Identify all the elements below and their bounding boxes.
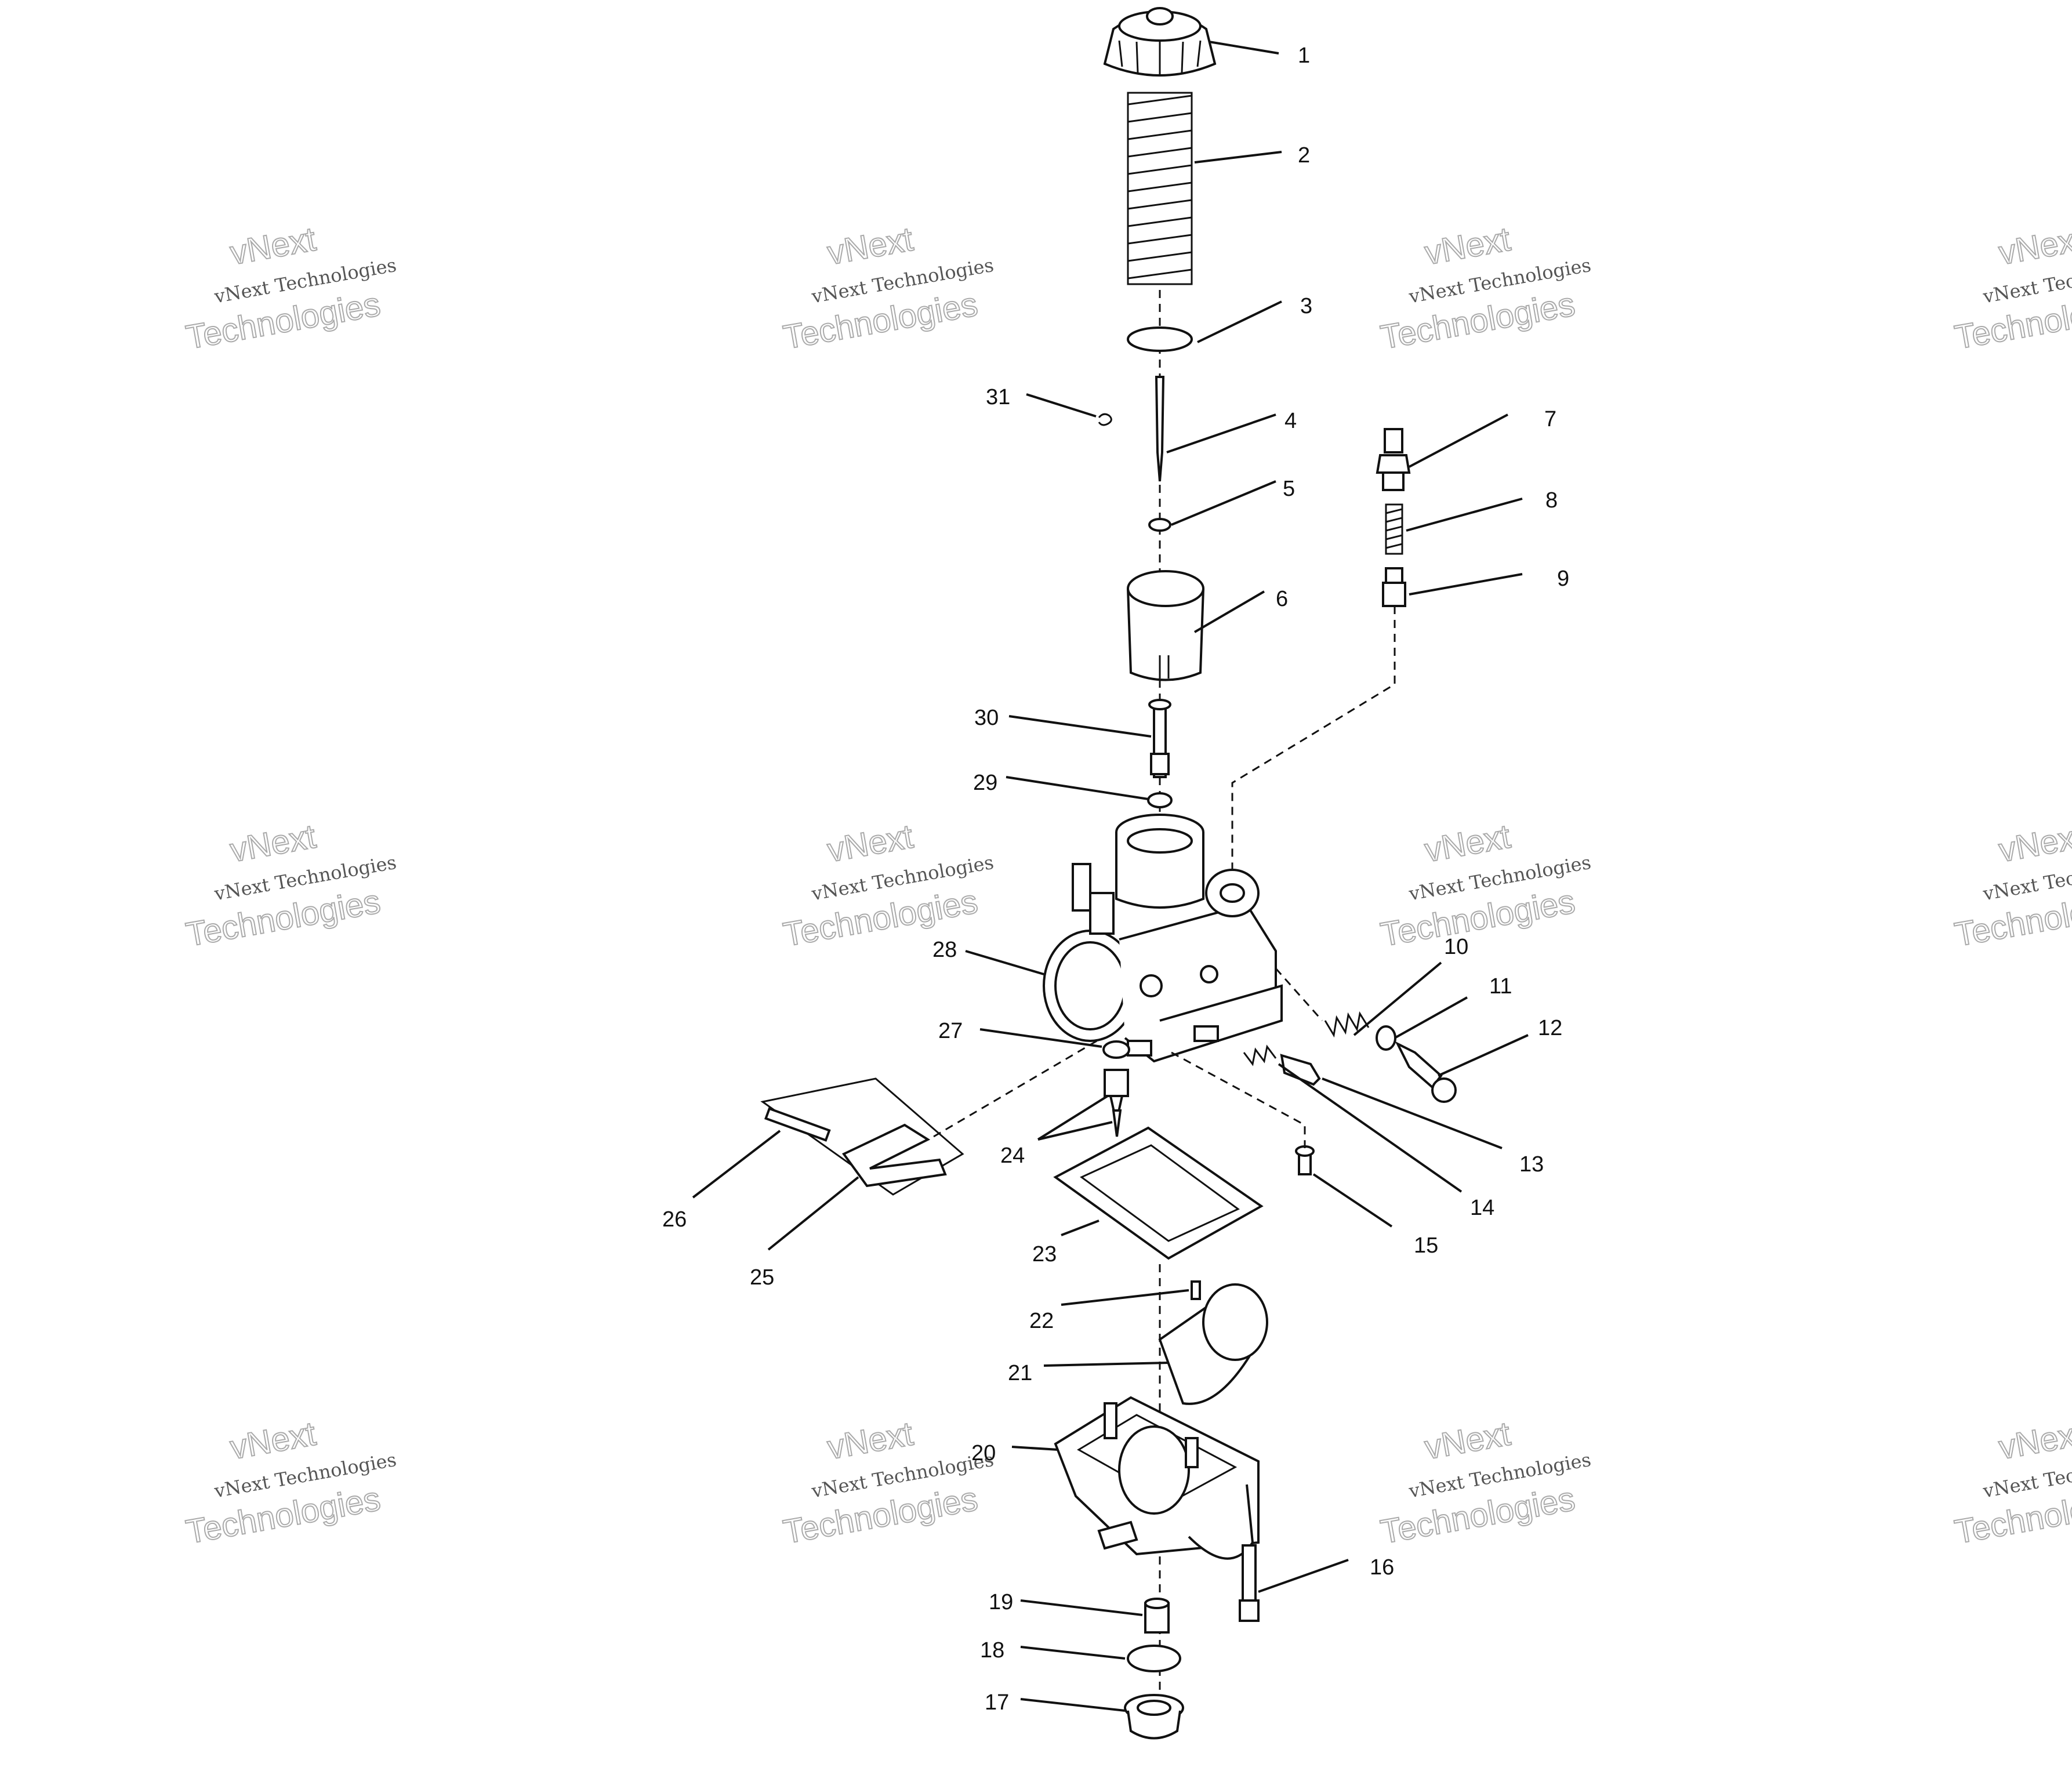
callout-17: 17 [985,1690,1009,1715]
callout-2: 2 [1298,143,1310,168]
watermark: vNext vNext Technologies Technologies [1951,1414,2072,1552]
watermark: vNext vNext Technologies Technologies [183,220,398,357]
leader-lines [692,41,1529,1712]
watermark: vNext vNext Technologies Technologies [1377,220,1592,357]
part-drain-plug [1124,1694,1184,1740]
part-jet-needle [1155,376,1165,482]
part-gasket [1053,1126,1264,1260]
part-carburetor-body [1043,814,1283,1063]
callout-13: 13 [1519,1152,1544,1177]
callout-8: 8 [1545,488,1558,513]
watermark: vNext vNext Technologies Technologies [780,817,995,954]
part-o-ring-small [1147,792,1173,808]
callout-27: 27 [938,1019,963,1043]
idle-axis [1275,968,1323,1021]
watermark: vNext vNext Technologies Technologies [780,220,995,357]
part-bowl-screw [1239,1544,1260,1622]
part-float-pin [1191,1280,1201,1300]
part-seat-washer [1102,1040,1130,1059]
part-needle-valve [1104,1069,1129,1137]
part-plunger [1382,567,1406,607]
callout-7: 7 [1544,407,1556,431]
watermark-line3: Technologies [183,285,383,357]
float-axis [933,1037,1102,1138]
part-pilot-washer [1376,1025,1396,1051]
watermark-line3: Technologies [183,883,383,954]
callout-18: 18 [980,1638,1004,1663]
callout-4: 4 [1284,409,1297,433]
part-pilot-spring [1324,1011,1370,1038]
callout-5: 5 [1283,477,1295,501]
callout-21: 21 [1008,1361,1032,1385]
callout-10: 10 [1444,935,1468,959]
watermark-line1: vNext [1422,220,1513,273]
callout-14: 14 [1470,1196,1494,1220]
watermark-line3: Technologies [781,285,981,357]
watermark-line1: vNext [227,818,318,870]
callout-11: 11 [1489,974,1512,999]
watermark-line1: vNext [825,1415,916,1467]
part-float [1158,1283,1268,1405]
watermark-line1: vNext [1422,1415,1513,1467]
part-drain-screw [1295,1145,1315,1175]
callout-30: 30 [974,706,999,730]
watermark: vNext vNext Technologies Technologies [1951,220,2072,357]
callout-31: 31 [986,385,1010,409]
drain-axis [1171,1051,1306,1148]
part-spring [1127,92,1193,285]
part-plate [1127,326,1193,352]
callout-9: 9 [1557,567,1569,591]
part-float-arm-group [760,1077,964,1196]
callout-29: 29 [973,771,997,795]
callout-6: 6 [1276,587,1288,611]
callout-19: 19 [989,1590,1013,1614]
part-main-jet [1144,1598,1170,1634]
part-clip [1098,413,1112,426]
part-fitting [1376,428,1411,491]
callout-28: 28 [932,938,957,962]
watermark: vNext vNext Technologies Technologies [183,1414,398,1552]
watermark: vNext vNext Technologies Technologies [183,817,398,954]
part-small-spring [1385,503,1403,555]
callout-25: 25 [750,1265,774,1290]
watermark-line3: Technologies [1378,285,1578,357]
part-idle-screw [1243,1044,1321,1086]
callout-12: 12 [1538,1016,1562,1040]
watermark-line1: vNext [825,220,916,273]
callout-26: 26 [662,1207,687,1232]
part-pilot-screw [1395,1041,1457,1103]
plunger-path [1231,606,1396,887]
watermark-line3: Technologies [1378,883,1578,954]
callout-3: 3 [1300,294,1312,318]
watermark-line3: Technologies [781,1480,981,1551]
callout-24: 24 [1000,1144,1025,1168]
callout-15: 15 [1414,1233,1438,1258]
part-throttle-valve [1127,570,1204,681]
callout-20: 20 [971,1441,996,1465]
watermark-line1: vNext [227,1415,318,1467]
callout-23: 23 [1032,1242,1057,1266]
watermark: vNext vNext Technologies Technologies [780,1414,995,1552]
watermark-line1: vNext [1996,1415,2072,1467]
part-cap [1103,7,1217,77]
callout-16: 16 [1370,1555,1394,1580]
watermark-line1: vNext [1422,818,1513,870]
watermark-line3: Technologies [183,1480,383,1551]
part-float-bowl [1054,1396,1260,1560]
part-o-ring-large [1127,1645,1181,1672]
watermark-line1: vNext [227,220,318,273]
callout-22: 22 [1029,1309,1054,1333]
watermark-line1: vNext [1996,818,2072,870]
part-washer [1148,518,1171,532]
watermark-line1: vNext [1996,220,2072,273]
watermark-line1: vNext [825,818,916,870]
watermark: vNext vNext Technologies Technologies [1377,1414,1592,1552]
watermark: vNext vNext Technologies Technologies [1951,817,2072,954]
callout-1: 1 [1298,43,1310,68]
part-screw [1148,699,1171,778]
watermark-line3: Technologies [1378,1480,1578,1551]
watermark: vNext vNext Technologies Technologies [1377,817,1592,954]
